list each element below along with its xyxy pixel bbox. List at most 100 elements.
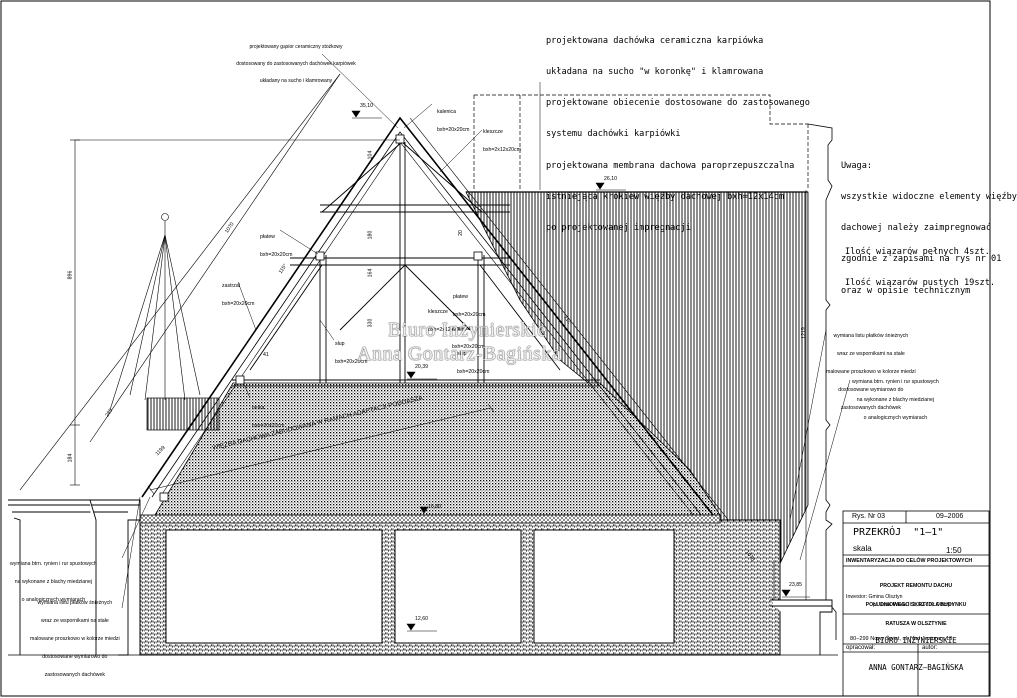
project-line: POŁUDNIOWEGO SKRZYDŁA BUDYNKU: [865, 602, 967, 609]
count-line: Ilość wiązarów pełnych 4szt.: [845, 246, 990, 257]
label-line: dostosowane wymiarowo do: [42, 654, 108, 660]
label-line: płatew: [453, 294, 468, 300]
materials-line: systemu dachówki karpiówki: [546, 129, 681, 140]
platew-left-label: płatew bxh=20x20cm: [260, 222, 292, 264]
dimension-value: 20: [457, 230, 464, 236]
label-line: kalenica: [437, 109, 457, 115]
title-block-frame: [842, 510, 990, 697]
label-line: wraz ze wspornikami na stałe: [836, 351, 905, 357]
label-line: kleszcze: [428, 309, 448, 315]
zastrzal-left-label: zastrzał bxh=20x20cm: [222, 271, 254, 313]
address-text: pl. Jana Pawła II 1, 10-101 Olsztyn: [873, 602, 954, 608]
uwaga-line: zgodnie z zapisami na rys nr 01: [841, 254, 1002, 265]
uwaga-line: oraz w opisie technicznym: [841, 285, 971, 296]
dimension-value: 896: [67, 270, 74, 280]
label-line: zastrzał: [222, 283, 240, 289]
uwaga-note: Uwaga: wszystkie widoczne elementy więźb…: [841, 140, 1017, 307]
sheet-frame: [0, 0, 991, 697]
building-section: [139, 514, 781, 656]
count-line: Ilość wiązarów pustych 19szt.: [845, 278, 996, 289]
level-value: 23,85: [789, 582, 802, 588]
dimension-value: 184: [67, 453, 74, 463]
label-line: bxh=20x20cm: [452, 344, 485, 350]
label-line: malowane proszkowo w kolorze miedzi: [826, 369, 916, 375]
dimension-value: 41: [263, 352, 269, 358]
label-line: bxh=20x20cm: [453, 312, 486, 318]
kleszcze-mid-label: kleszcze bxh=2x12x20cm: [428, 297, 466, 339]
label-line: słup: [457, 351, 467, 357]
kleszcze-top-label: kleszcze bxh=2x12x20cm: [483, 117, 521, 159]
uwaga-line: wszystkie widoczne elementy więźby: [841, 192, 1017, 203]
label-line: na wykonane z blachy miedzianej: [856, 397, 935, 403]
label-line: płatew: [260, 234, 275, 240]
materials-note: projektowana dachówka ceramiczna karpiów…: [546, 15, 810, 244]
label-line: bxh=20x20cm: [260, 252, 293, 258]
dimension-value: 1219: [800, 327, 807, 339]
level-value: 35,10: [360, 103, 373, 109]
zastrzal-mid-label: zastrzał bxh=20x20cm: [452, 314, 484, 356]
slup-mid-label: słup bxh=20x20cm: [457, 339, 489, 381]
materials-line: istniejąca krokiew więźby dachowej bxh=1…: [546, 191, 784, 202]
dimension-value: 104: [367, 150, 374, 160]
left-vertical-dimensions: [70, 139, 400, 486]
level-value: 26,10: [604, 176, 617, 182]
project-line: PROJEKT REMONTU DACHU: [879, 582, 953, 589]
label-line: zastosowanych dachówek: [44, 672, 105, 678]
office-name: BIURO INŻYNIERSKIE ANNA GONTARZ–BAGIŃSKA: [843, 618, 989, 681]
label-line: bxh=20x20cm: [457, 369, 490, 375]
wymiana-right-mid-label: wymiana btrn. rynien i rur spustowych na…: [852, 367, 939, 427]
office-address: 80–299 Nowy Świat, ul. Nad Jeziorem 13: [850, 636, 953, 642]
label-line: wymiana listu płatków śnieżnych: [37, 600, 113, 606]
label-line: słup: [335, 341, 345, 347]
materials-line: układana na sucho "w koronkę" i klamrowa…: [546, 67, 764, 78]
office-line: BIURO INŻYNIERSKIE: [875, 636, 957, 645]
label-line: bxh=20x20cm: [335, 359, 368, 365]
label-line: wymiana btrn. rynien i rur spustowych: [10, 561, 97, 567]
label-line: bxh=20x20cm: [252, 423, 285, 429]
prepared-by-label: opracował:: [846, 645, 876, 651]
label-line: belka: [252, 405, 265, 411]
author-label: autor:: [922, 645, 938, 651]
wymiana-left-bottom-label: wymiana listu płatków śnieżnych wraz ze …: [30, 588, 120, 684]
kalenica-label: kalenica bxh=20x20cm: [437, 97, 469, 139]
dimension-value: 164: [367, 268, 374, 278]
label-line: zastrzał: [452, 326, 470, 332]
watermark-line: Biuro Inżynierskie: [388, 319, 547, 341]
slup-left-label: słup bxh=20x20cm: [335, 329, 367, 371]
dimension-value: 330: [367, 318, 374, 328]
slope-dimension-lines: [19, 73, 761, 561]
label-line: o analogicznych wymiarach: [863, 415, 928, 421]
truss-count-note: Ilość wiązarów pełnych 4szt. Ilość wiąza…: [845, 226, 995, 299]
dimension-value: 180: [367, 230, 374, 240]
label-line: na wykonane z blachy miedzianej: [14, 579, 93, 585]
materials-line: projektowane obiecenie dostosowane do za…: [546, 98, 810, 109]
background-spire: [109, 213, 201, 411]
label-line: projektowany gąsior ceramiczny stożkowy: [249, 44, 343, 51]
label-line: kleszcze: [483, 129, 503, 135]
label-line: wymiana btrn. rynien i rur spustowych: [852, 379, 939, 385]
wymiana-right-top-label: wymiana listu płatków śnieżnych wraz ze …: [826, 321, 916, 417]
background-building-outline: [473, 94, 809, 190]
truss-joints: [159, 134, 483, 502]
level-value: 20,39: [415, 364, 428, 370]
materials-line: projektowana membrana dachowa paroprzepu…: [546, 160, 795, 171]
label-line: dostosowany do zastosowanych dachówek ka…: [236, 60, 356, 67]
scale-value: 1:50: [946, 546, 962, 555]
label-line: układany na sucho i klamrowany: [259, 77, 333, 84]
belka-label: belka bxh=20x20cm: [252, 393, 284, 435]
wymiana-left-top-label: wymiana btrn. rynien i rur spustowych na…: [10, 549, 97, 609]
label-line: bxh=2x12x20cm: [428, 327, 466, 333]
label-line: malowane proszkowo w kolorze miedzi: [30, 636, 120, 642]
label-line: bxh=2x12x20cm: [483, 147, 521, 153]
investor-text: Inwestor: Gmina Olsztyn: [846, 594, 903, 600]
drawing-date: 09–2006: [936, 513, 964, 520]
materials-line: po projektowanej impregnacji: [546, 223, 691, 234]
left-balustrade: [146, 397, 220, 431]
uwaga-line: Uwaga:: [841, 160, 873, 171]
gasior-label: projektowany gąsior ceramiczny stożkowy …: [236, 34, 356, 90]
roof-truss: [232, 141, 600, 387]
uwaga-line: dachowej należy zaimpregnować: [841, 223, 992, 234]
scale-label: skala: [853, 544, 872, 553]
platew-mid-label: płatew bxh=20x20cm: [453, 282, 485, 324]
watermark-line: Anna Gontarz-Bagińska: [357, 343, 562, 365]
